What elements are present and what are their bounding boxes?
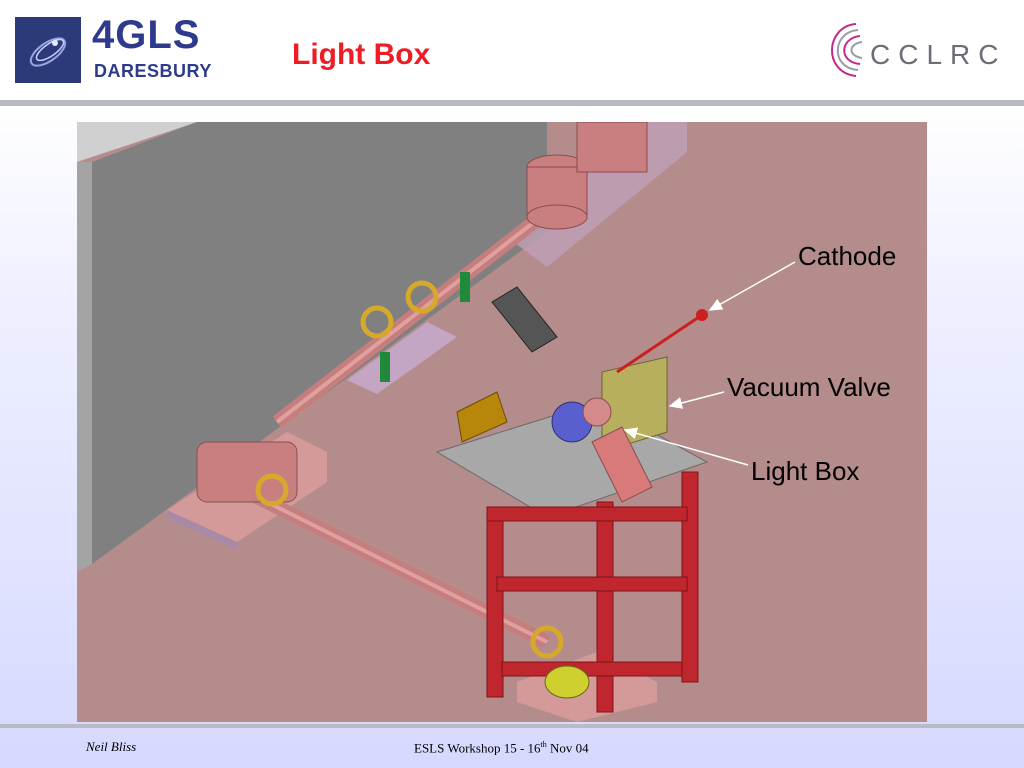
footer-event: ESLS Workshop 15 - 16th Nov 04 — [414, 740, 589, 756]
callout-light-box: Light Box — [751, 456, 860, 486]
callout-cathode: Cathode — [798, 241, 897, 271]
footer-event-suffix: Nov 04 — [546, 740, 589, 756]
page-title: Light Box — [292, 38, 431, 71]
light-box-leader-line — [623, 427, 749, 466]
callout-vacuum-valve: Vacuum Valve — [727, 372, 891, 402]
cclrc-logo-text: CCLRC — [870, 39, 1007, 70]
footer-divider — [0, 724, 1024, 728]
light-box-cad-figure — [77, 122, 927, 722]
cclrc-logo: CCLRC — [816, 12, 998, 88]
4gls-daresbury-logo: 4GLS DARESBURY — [84, 13, 244, 85]
4gls-emblem-logo — [15, 17, 81, 83]
footer-event-sup: th — [540, 740, 547, 749]
logo-daresbury-text: DARESBURY — [94, 61, 212, 81]
footer-event-prefix: ESLS Workshop 15 - 16 — [414, 740, 541, 756]
vacuum-valve-leader-line — [668, 391, 725, 409]
cathode-leader-line — [708, 261, 796, 311]
footer-author: Neil Bliss — [86, 739, 137, 754]
header-divider — [0, 100, 1024, 106]
logo-4gls-text: 4GLS — [92, 13, 201, 57]
slide-header: 4GLS DARESBURY Light Box CCLRC — [0, 0, 1024, 100]
